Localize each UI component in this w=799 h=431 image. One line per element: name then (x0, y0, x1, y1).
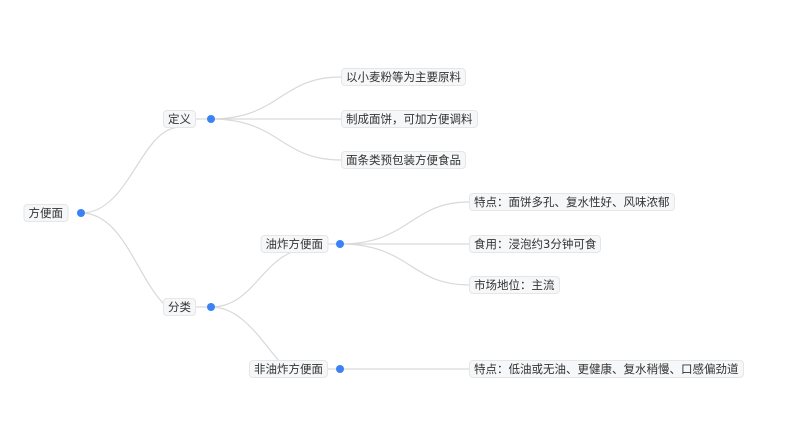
node-fried-noodles[interactable]: 油炸方便面 (260, 235, 328, 253)
leaf-node[interactable]: 制成面饼，可加方便调料 (341, 110, 478, 128)
node-non-fried-noodles-dot[interactable] (336, 365, 344, 373)
root-node[interactable]: 方便面 (23, 204, 68, 222)
leaf-node[interactable]: 市场地位：主流 (469, 276, 560, 294)
leaf-node[interactable]: 食用：浸泡约3分钟可食 (469, 235, 602, 253)
node-classification-dot[interactable] (207, 303, 215, 311)
root-node-dot[interactable] (77, 209, 85, 217)
node-non-fried-noodles[interactable]: 非油炸方便面 (249, 360, 328, 378)
leaf-node[interactable]: 特点：低油或无油、更健康、复水稍慢、口感偏劲道 (469, 360, 744, 378)
node-definition-dot[interactable] (207, 115, 215, 123)
leaf-node[interactable]: 特点：面饼多孔、复水性好、风味浓郁 (469, 193, 675, 211)
node-definition[interactable]: 定义 (163, 110, 196, 128)
node-fried-noodles-dot[interactable] (336, 240, 344, 248)
leaf-node[interactable]: 面条类预包装方便食品 (341, 151, 466, 169)
node-classification[interactable]: 分类 (163, 298, 196, 316)
leaf-node[interactable]: 以小麦粉等为主要原料 (341, 68, 466, 86)
